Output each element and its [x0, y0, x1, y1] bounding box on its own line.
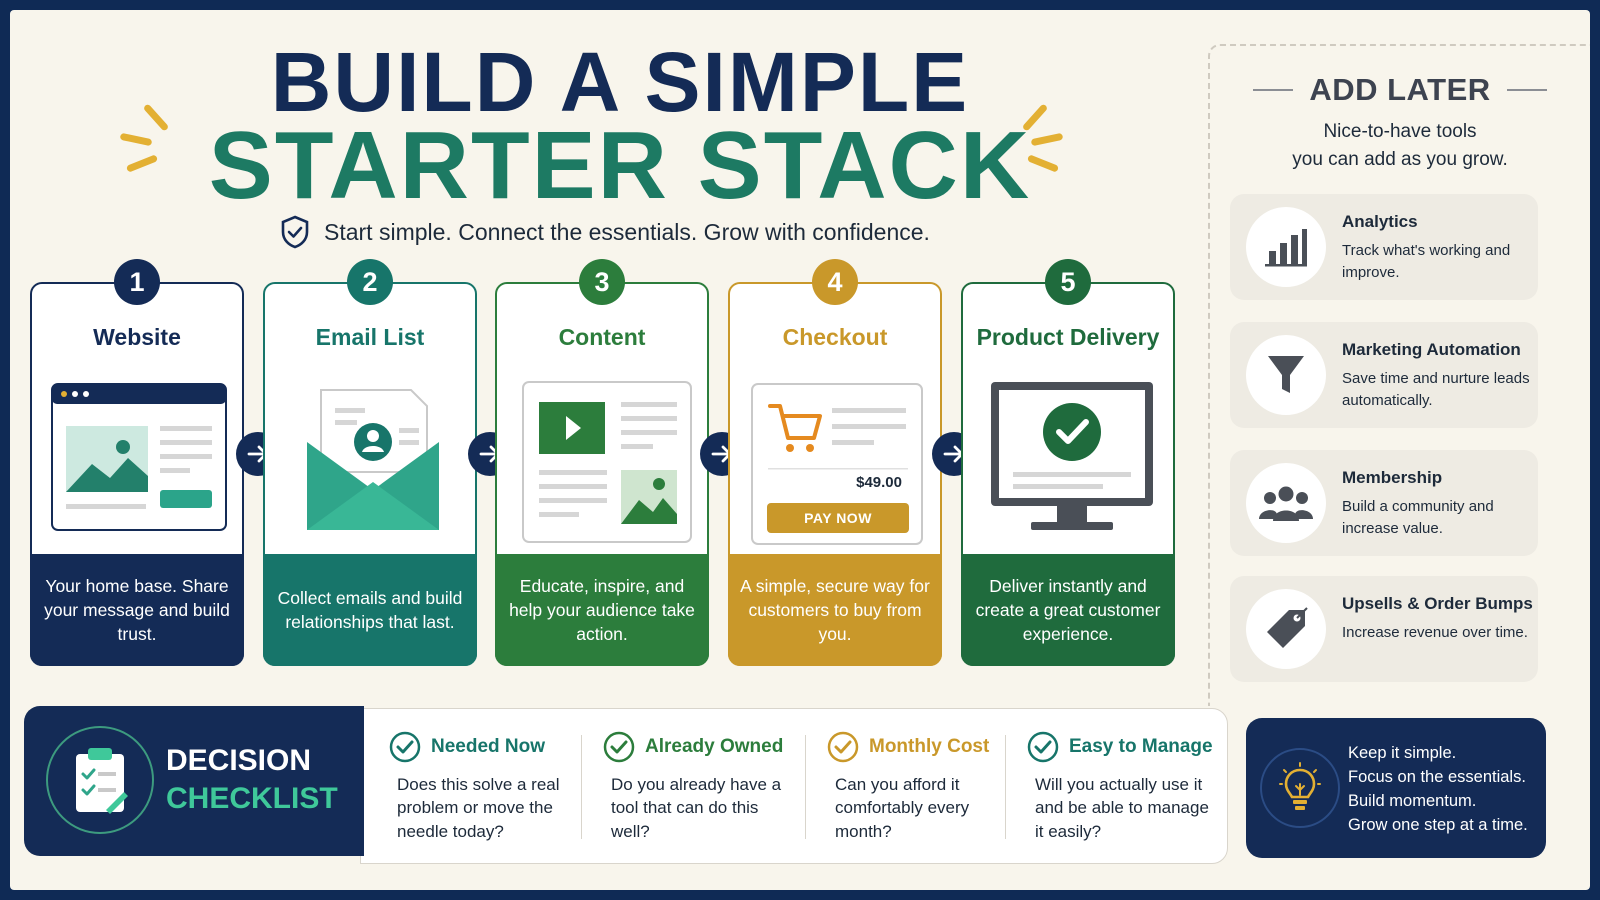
step-title: Product Delivery [976, 324, 1160, 350]
criterion-already-owned: Already Owned Do you already have a tool… [603, 731, 791, 843]
step-number: 4 [812, 259, 858, 305]
decision-title-line-1: DECISION [166, 744, 312, 777]
add-later-subtitle-line: you can add as you grow. [1292, 148, 1508, 170]
step-description: Educate, inspire, and help your audience… [495, 554, 709, 666]
add-later-title: ADD LATER [1309, 72, 1491, 107]
check-circle-icon [603, 731, 635, 763]
step-card-email-list: 2 Email List Collect emails and build re… [263, 259, 477, 666]
criterion-title: Monthly Cost [869, 736, 990, 757]
criterion-description: Can you afford it comfortably every mont… [835, 775, 970, 841]
criterion-description: Do you already have a tool that can do t… [611, 775, 782, 841]
shield-check-icon [281, 215, 309, 249]
funnel-icon [1246, 335, 1326, 415]
add-later-panel [1208, 44, 1590, 706]
step-card-content: 3 Content Educate, inspire, and help you… [495, 259, 709, 666]
lightbulb-icon [1260, 748, 1340, 828]
tool-title: Membership [1342, 468, 1443, 487]
title-line-1: BUILD A SIMPLE [270, 35, 970, 129]
step-number: 2 [347, 259, 393, 305]
criterion-title: Already Owned [645, 736, 784, 757]
tool-title: Upsells & Order Bumps [1342, 594, 1533, 613]
tip-box: Keep it simple. Focus on the essentials.… [1246, 718, 1546, 858]
divider [805, 735, 806, 839]
clipboard-check-icon [46, 726, 154, 834]
divider [581, 735, 582, 839]
tip-line: Build momentum. [1348, 792, 1477, 810]
criterion-title: Needed Now [431, 736, 546, 757]
tool-description: Build a community and increase value. [1342, 498, 1494, 537]
step-number: 1 [114, 259, 160, 305]
title-line-2: STARTER STACK [208, 112, 1032, 219]
criterion-easy-to-manage: Easy to Manage Will you actually use it … [1027, 731, 1215, 843]
group-icon [1246, 463, 1326, 543]
criterion-needed-now: Needed Now Does this solve a real proble… [389, 731, 577, 843]
pay-now-button[interactable]: PAY NOW [767, 503, 909, 533]
bar-chart-icon [1246, 207, 1326, 287]
envelope-contact-icon [307, 389, 439, 530]
tool-description: Increase revenue over time. [1342, 624, 1528, 641]
divider [1253, 89, 1294, 91]
decision-checklist-badge: DECISION CHECKLIST [24, 706, 364, 856]
check-circle-icon [827, 731, 859, 763]
monitor-check-icon [991, 382, 1153, 530]
tool-card-upsells: Upsells & Order Bumps Increase revenue o… [1230, 576, 1538, 682]
step-description: Deliver instantly and create a great cus… [961, 554, 1175, 666]
subtitle-row: Start simple. Connect the essentials. Gr… [280, 214, 930, 250]
step-description: Collect emails and build relationships t… [263, 554, 477, 666]
tip-line: Grow one step at a time. [1348, 816, 1528, 834]
tool-card-analytics: Analytics Track what's working and impro… [1230, 194, 1538, 300]
step-title: Content [558, 324, 646, 350]
decision-title-line-2: CHECKLIST [166, 782, 338, 815]
step-number: 5 [1045, 259, 1091, 305]
browser-window-icon [51, 383, 227, 531]
criterion-title: Easy to Manage [1069, 736, 1213, 757]
step-description: Your home base. Share your message and b… [30, 554, 244, 666]
step-card-website: 1 Website Your home base. Share your mes… [30, 259, 244, 666]
criterion-description: Will you actually use it and be able to … [1035, 775, 1209, 841]
tool-description: Track what's working and improve. [1342, 242, 1511, 281]
check-circle-icon [389, 731, 421, 763]
subtitle-text: Start simple. Connect the essentials. Gr… [324, 218, 930, 245]
checkout-price: $49.00 [856, 474, 902, 491]
tool-title: Analytics [1342, 212, 1418, 231]
tool-title: Marketing Automation [1342, 340, 1521, 359]
video-article-icon [522, 381, 692, 543]
add-later-header: ADD LATER [1230, 72, 1570, 108]
criterion-description: Does this solve a real problem or move t… [397, 775, 560, 841]
add-later-subtitle: Nice-to-have tools you can add as you gr… [1230, 118, 1570, 173]
divider [1506, 89, 1547, 91]
criterion-monthly-cost: Monthly Cost Can you afford it comfortab… [827, 731, 1015, 843]
infographic-canvas: BUILD A SIMPLE STARTER STACK Start simpl… [10, 10, 1590, 890]
tool-description: Save time and nurture leads automaticall… [1342, 370, 1530, 409]
step-card-product-delivery: 5 Product Delivery Deliver instantly and… [961, 259, 1175, 666]
add-later-subtitle-line: Nice-to-have tools [1323, 121, 1477, 142]
price-tag-icon [1246, 589, 1326, 669]
step-title: Checkout [782, 324, 888, 350]
step-title: Website [93, 324, 181, 350]
step-title: Email List [315, 324, 425, 350]
tool-card-marketing-automation: Marketing Automation Save time and nurtu… [1230, 322, 1538, 428]
checklist-panel: Needed Now Does this solve a real proble… [360, 708, 1228, 864]
step-card-checkout: 4 Checkout $49.00 PAY NOW A simple, secu… [728, 259, 942, 666]
check-circle-icon [1027, 731, 1059, 763]
step-number: 3 [579, 259, 625, 305]
tool-card-membership: Membership Build a community and increas… [1230, 450, 1538, 556]
tip-line: Focus on the essentials. [1348, 768, 1526, 786]
step-description: A simple, secure way for customers to bu… [728, 554, 942, 666]
tip-line: Keep it simple. [1348, 744, 1457, 762]
divider [1005, 735, 1006, 839]
